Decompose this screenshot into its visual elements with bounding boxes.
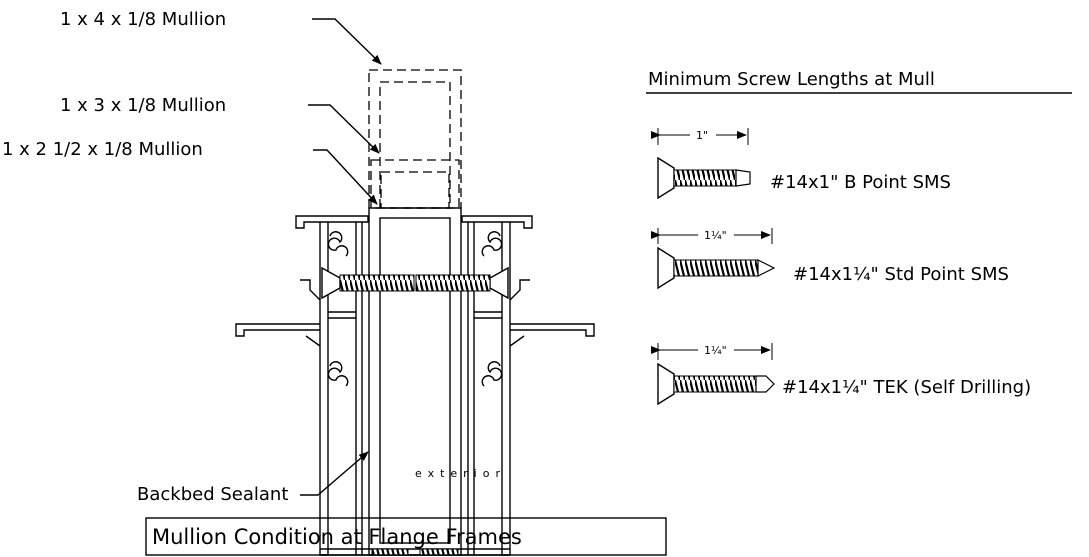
mullion-3-outline	[370, 159, 460, 209]
label-mullion-3: 1 x 3 x 1/8 Mullion	[60, 95, 226, 116]
leader-mullion-3	[308, 104, 380, 154]
screw-tek: 1¼"	[651, 343, 775, 406]
screw-2-dim: 1¼"	[704, 229, 727, 242]
label-mullion-4: 1 x 4 x 1/8 Mullion	[60, 9, 226, 30]
screw-1-dim: 1"	[696, 129, 708, 142]
screw-std-point: 1¼"	[651, 228, 776, 290]
label-backbed-sealant: Backbed Sealant	[137, 484, 288, 505]
flange-frame-section	[235, 207, 595, 556]
screw-1-label: #14x1" B Point SMS	[770, 172, 951, 193]
screw-2-label: #14x1¼" Std Point SMS	[793, 264, 1009, 285]
screws-heading: Minimum Screw Lengths at Mull	[648, 69, 935, 90]
drawing-title: Mullion Condition at Flange Frames	[152, 525, 522, 549]
mullion-4-outline	[368, 69, 462, 209]
label-exterior: exterior	[415, 467, 506, 480]
leader-mullion-4	[312, 18, 382, 65]
screw-3-label: #14x1¼" TEK (Self Drilling)	[782, 377, 1031, 398]
label-mullion-2-5: 1 x 2 1/2 x 1/8 Mullion	[2, 139, 203, 160]
cross-screws	[321, 266, 509, 300]
leader-backbed	[300, 451, 369, 496]
leader-mullion-2-5	[313, 149, 378, 205]
screw-b-point: 1"	[651, 128, 751, 200]
screw-3-dim: 1¼"	[704, 344, 727, 357]
title-box	[145, 517, 667, 556]
